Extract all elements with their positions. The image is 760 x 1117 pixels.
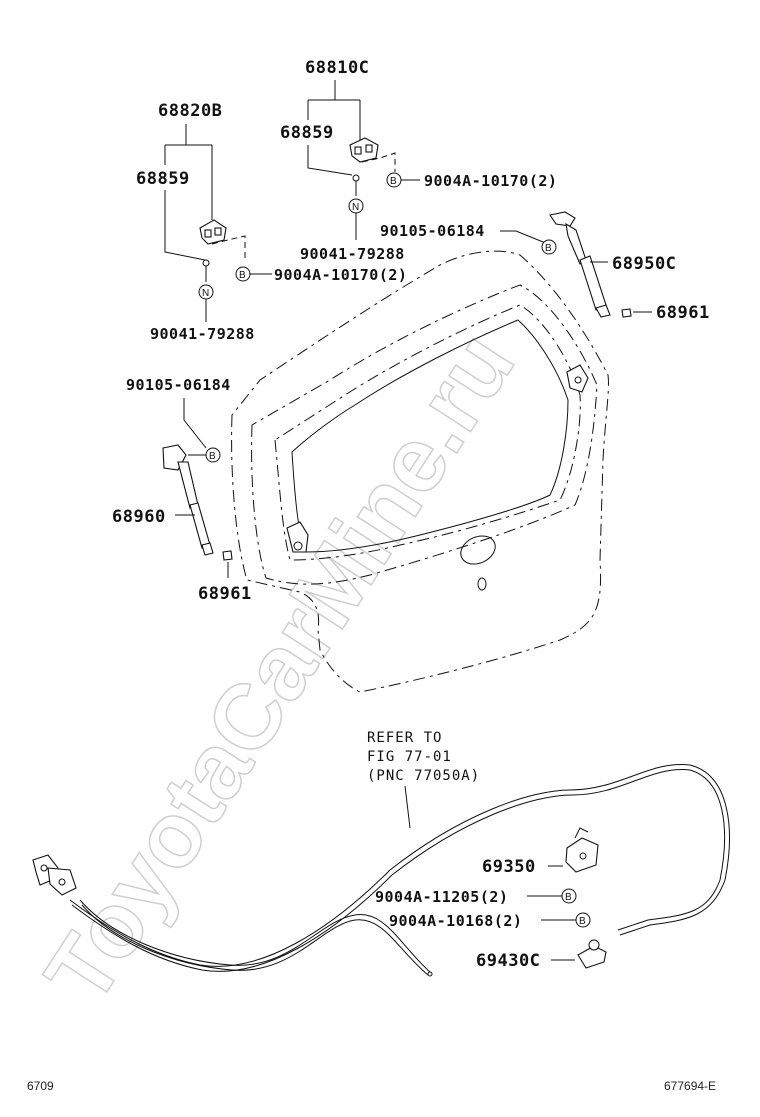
label-stud-68961-left: 68961 xyxy=(198,584,252,604)
cable-group: REFER TO FIG 77-01 (PNC 77050A) 69350 B … xyxy=(32,730,730,977)
figure-id: 677694-E xyxy=(664,1079,716,1093)
label-stay-68950c: 68950C xyxy=(612,254,676,274)
label-lock-69350: 69350 xyxy=(482,857,536,877)
nut-symbol-left-text: N xyxy=(202,288,209,299)
label-stud-68961-right: 68961 xyxy=(656,303,710,323)
label-striker-69430c: 69430C xyxy=(476,951,540,971)
bolt-symbol-stay-right-text: B xyxy=(545,243,552,254)
gas-stay-right xyxy=(549,211,611,318)
label-nut-90041-left: 90041-79288 xyxy=(150,325,255,343)
bolt-symbol-lock xyxy=(561,888,577,904)
bolt-symbol-lock-text: B xyxy=(565,892,572,903)
stay-right-group: 90105-06184 B 68950C 68961 xyxy=(380,211,710,323)
label-nut-90041-right: 90041-79288 xyxy=(300,245,405,263)
label-bolt-90105-left: 90105-06184 xyxy=(126,376,231,394)
hinge-assy-68820b-group: 68820B 68859 N 90041-79288 B 9004A-10170… xyxy=(136,101,407,343)
label-hinge-68859-left: 68859 xyxy=(136,169,190,189)
refer-line2: FIG 77-01 xyxy=(367,749,452,765)
refer-line1: REFER TO xyxy=(367,730,442,746)
back-door-panel xyxy=(231,250,609,693)
label-68810c: 68810C xyxy=(305,58,369,78)
label-bolt-9004a-10170-left: 9004A-10170(2) xyxy=(274,266,407,284)
bolt-symbol-stay-left-text: B xyxy=(209,451,216,462)
label-bolt-90105-right: 90105-06184 xyxy=(380,222,485,240)
hinge-part-right xyxy=(349,137,379,163)
stay-left-group: 90105-06184 B 68960 68961 xyxy=(112,376,252,604)
label-bolt-9004a-10168: 9004A-10168(2) xyxy=(389,912,522,930)
release-lever xyxy=(32,854,77,896)
bolt-symbol-striker xyxy=(575,912,591,928)
gas-stay-left xyxy=(162,444,214,556)
bolt-symbol-stay-right xyxy=(541,239,557,255)
bolt-symbol-right-hinge-text: B xyxy=(390,176,397,187)
striker-69430c xyxy=(577,939,607,969)
lock-assy-69350 xyxy=(565,827,599,873)
label-bolt-9004a-10170-right: 9004A-10170(2) xyxy=(424,172,557,190)
nut-symbol-right-text: N xyxy=(352,202,359,213)
label-68820b: 68820B xyxy=(158,101,222,121)
hinge-assy-68810c-group: 68810C 68859 N 90041-79288 B 9004A-10170… xyxy=(280,58,557,263)
bolt-symbol-left-hinge-text: B xyxy=(239,270,246,281)
hinge-part-left xyxy=(199,219,227,245)
bolt-symbol-striker-text: B xyxy=(579,916,586,927)
label-stay-68960: 68960 xyxy=(112,507,166,527)
label-bolt-9004a-11205: 9004A-11205(2) xyxy=(375,888,508,906)
label-hinge-68859-right: 68859 xyxy=(280,123,334,143)
refer-line3: (PNC 77050A) xyxy=(367,768,480,784)
page-code: 6709 xyxy=(27,1079,54,1093)
